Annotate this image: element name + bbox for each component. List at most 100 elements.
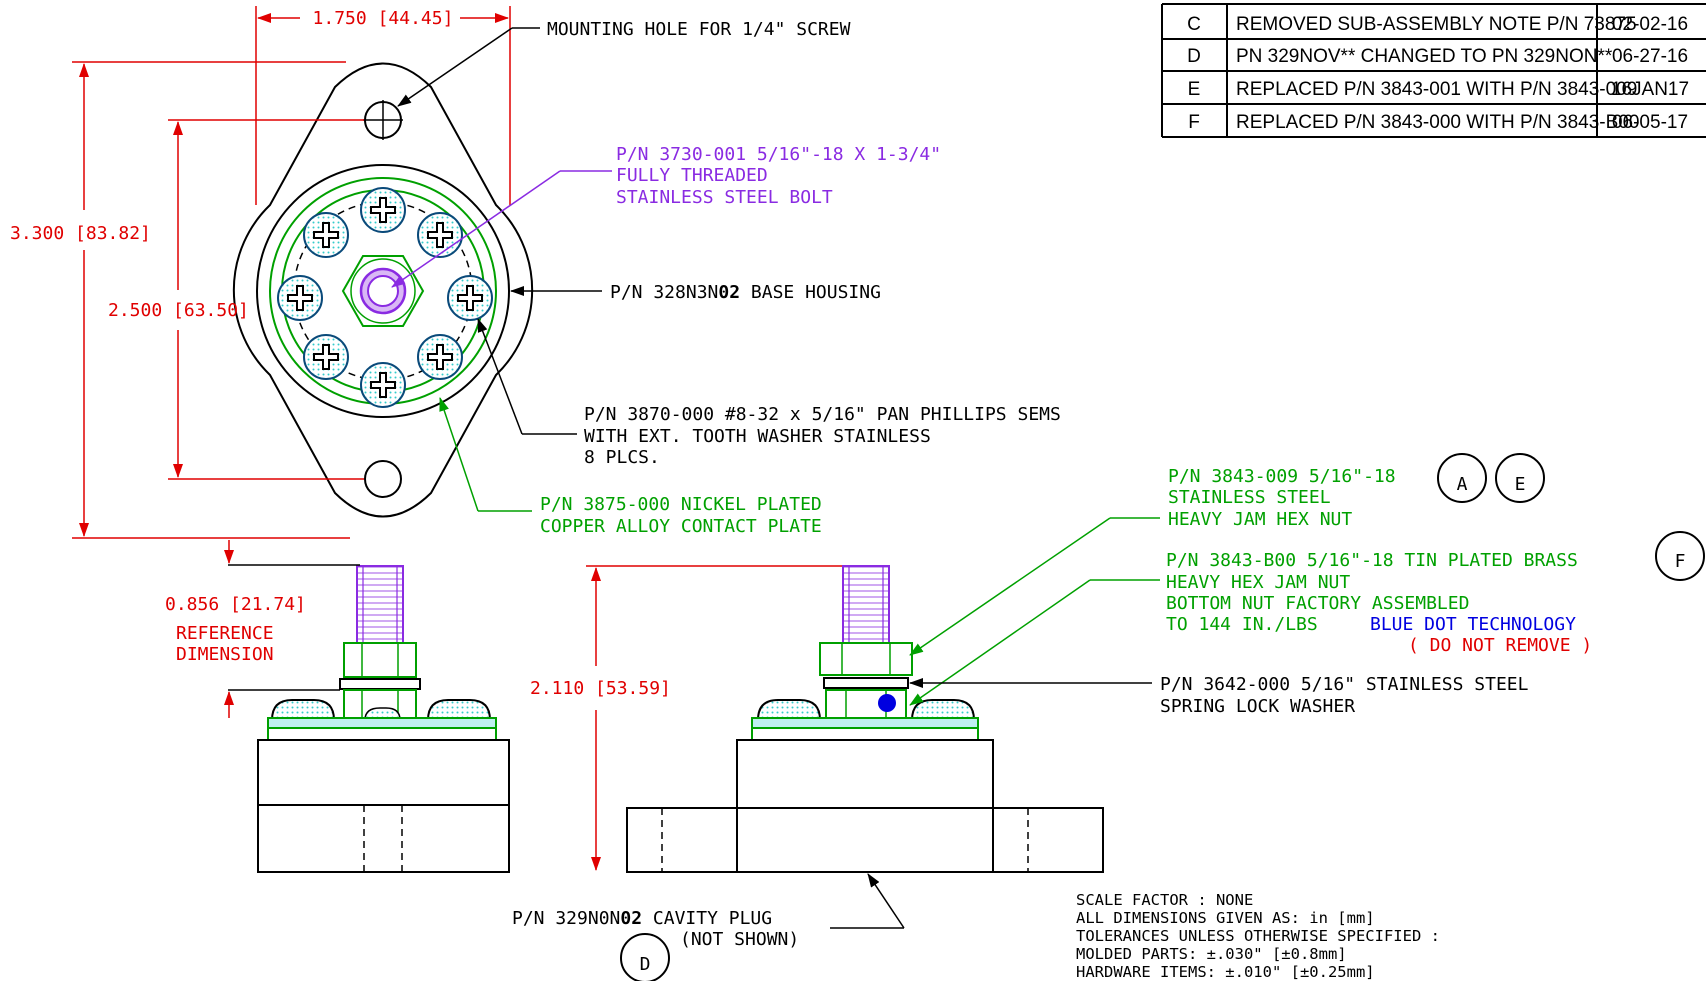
callout-text: COPPER ALLOY CONTACT PLATE [540, 516, 822, 537]
callout-text: STAINLESS STEEL BOLT [616, 187, 833, 208]
phillips-screw-icon [360, 187, 406, 233]
housing-circle [256, 164, 510, 418]
blue-dot-icon [878, 694, 896, 712]
revision-date: 06-05-17 [1612, 112, 1688, 133]
phillips-screw-icon [303, 334, 349, 380]
callout-text: STAINLESS STEEL [1168, 487, 1331, 508]
revision-f-icon [1655, 531, 1705, 581]
side-view-left [257, 565, 510, 873]
dimension-reference: 0.856 [21.74] REFERENCE DIMENSION [165, 540, 360, 718]
callout-bolt: P/N 3730-001 5/16"-18 X 1-3/4" FULLY THR… [391, 144, 941, 288]
dimension-note: DIMENSION [176, 644, 274, 665]
revision-marker: E [1515, 474, 1526, 495]
callout-jam-nut: P/N 3843-009 5/16"-18 STAINLESS STEEL HE… [909, 453, 1545, 656]
note-line: SCALE FACTOR : NONE [1076, 891, 1253, 909]
revision-row: E REPLACED P/N 3843-001 WITH P/N 3843-00… [1188, 79, 1689, 100]
revision-letter: E [1188, 79, 1201, 100]
phillips-screw-icon [447, 275, 493, 321]
revision-description: REPLACED P/N 3843-000 WITH P/N 3843-B00 [1236, 112, 1639, 133]
revision-d-icon [620, 933, 670, 981]
jam-nut-top [819, 642, 913, 676]
callout-mounting-hole: MOUNTING HOLE FOR 1/4" SCREW [397, 19, 851, 107]
mounting-hole-bottom [364, 460, 402, 498]
callout-text: HEAVY JAM HEX NUT [1168, 509, 1352, 530]
callout-lock-washer: P/N 3642-000 5/16" STAINLESS STEEL SPRIN… [909, 674, 1529, 717]
callout-text: P/N 3730-001 5/16"-18 X 1-3/4" [616, 144, 941, 165]
callout-text: WITH EXT. TOOTH WASHER STAINLESS [584, 426, 931, 447]
jam-nut-top [343, 642, 417, 678]
callout-brass-nut: P/N 3843-B00 5/16"-18 TIN PLATED BRASS H… [909, 531, 1705, 706]
revision-date: 02-02-16 [1612, 14, 1688, 35]
note-line: HARDWARE ITEMS: ±.010" [±0.25mm] [1076, 963, 1375, 981]
dimension-label: 1.750 [44.45] [313, 8, 454, 29]
callout-text: P/N 328N3N02 BASE HOUSING [610, 282, 881, 303]
phillips-screw-icon [303, 212, 349, 258]
callout-text: TO 144 IN./LBS [1166, 614, 1318, 635]
callout-text: HEAVY HEX JAM NUT [1166, 572, 1350, 593]
revision-date: 06-27-16 [1612, 46, 1688, 67]
note-line: TOLERANCES UNLESS OTHERWISE SPECIFIED : [1076, 927, 1440, 945]
revision-row: D PN 329NOV** CHANGED TO PN 329NON** 06-… [1187, 46, 1688, 67]
callout-text: MOUNTING HOLE FOR 1/4" SCREW [547, 19, 851, 40]
callout-cavity-plug: P/N 329N0N02 CAVITY PLUG (NOT SHOWN) D [512, 873, 905, 981]
callout-text: SPRING LOCK WASHER [1160, 696, 1355, 717]
warning-label: ( DO NOT REMOVE ) [1408, 635, 1592, 656]
housing-side [736, 739, 994, 809]
revision-marker: F [1675, 551, 1686, 572]
revision-a-icon [1437, 453, 1487, 503]
dimension-label: 2.110 [53.59] [530, 678, 671, 699]
callout-text: P/N 3843-B00 5/16"-18 TIN PLATED BRASS [1166, 550, 1578, 571]
revision-description: REPLACED P/N 3843-001 WITH P/N 3843-009 [1236, 79, 1637, 100]
side-view-right [626, 565, 1104, 873]
revision-letter: C [1187, 14, 1201, 35]
mounting-hole-top [363, 100, 403, 140]
revision-row: C REMOVED SUB-ASSEMBLY NOTE P/N 73875 02… [1187, 14, 1688, 35]
callout-text: P/N 3870-000 #8-32 x 5/16" PAN PHILLIPS … [584, 404, 1061, 425]
callout-text: P/N 329N0N02 CAVITY PLUG [512, 908, 772, 929]
revision-table: C REMOVED SUB-ASSEMBLY NOTE P/N 73875 02… [1161, 3, 1706, 138]
base-housing-outline [232, 62, 534, 518]
callout-text: P/N 3843-009 5/16"-18 [1168, 466, 1396, 487]
callout-contact-plate: P/N 3875-000 NICKEL PLATED COPPER ALLOY … [439, 397, 822, 537]
dimension-overall-height: 3.300 [83.82] [10, 61, 350, 539]
general-notes: SCALE FACTOR : NONE ALL DIMENSIONS GIVEN… [1076, 891, 1440, 981]
note-line: MOLDED PARTS: ±.030" [±0.8mm] [1076, 945, 1347, 963]
revision-marker: D [640, 954, 651, 975]
phillips-screw-icon [417, 334, 463, 380]
callout-text: FULLY THREADED [616, 165, 768, 186]
contact-plate-side [751, 717, 979, 729]
revision-e-icon [1495, 453, 1545, 503]
bolt-shank [842, 565, 890, 645]
lock-washer [823, 677, 909, 689]
callout-base-housing: P/N 328N3N02 BASE HOUSING [510, 282, 881, 303]
phillips-screw-icon [360, 362, 406, 408]
top-view [232, 62, 534, 518]
dimension-label: 2.500 [63.50] [108, 300, 249, 321]
dimension-side-height: 2.110 [53.59] [530, 565, 842, 871]
revision-marker: A [1457, 474, 1468, 495]
dimension-note: REFERENCE [176, 623, 274, 644]
phillips-screw-icon [417, 212, 463, 258]
bolt-shank [356, 565, 404, 650]
lock-washer [339, 678, 421, 690]
note-line: ALL DIMENSIONS GIVEN AS: in [mm] [1076, 909, 1375, 927]
housing-base [626, 807, 1104, 873]
callout-text: 8 PLCS. [584, 447, 660, 468]
revision-letter: F [1188, 112, 1200, 133]
callout-text: P/N 3642-000 5/16" STAINLESS STEEL [1160, 674, 1529, 695]
callout-text: BOTTOM NUT FACTORY ASSEMBLED [1166, 593, 1469, 614]
callout-text: (NOT SHOWN) [680, 929, 799, 950]
phillips-screw-icon [277, 275, 323, 321]
dimension-label: 3.300 [83.82] [10, 223, 151, 244]
dimension-width: 1.750 [44.45] [255, 6, 511, 205]
revision-letter: D [1187, 46, 1201, 67]
dimension-hole-spacing: 2.500 [63.50] [108, 119, 364, 480]
blue-dot-label: BLUE DOT TECHNOLOGY [1370, 614, 1576, 635]
callout-sems-screw: P/N 3870-000 #8-32 x 5/16" PAN PHILLIPS … [477, 318, 1061, 468]
revision-description: REMOVED SUB-ASSEMBLY NOTE P/N 73875 [1236, 14, 1637, 35]
callout-text: P/N 3875-000 NICKEL PLATED [540, 494, 822, 515]
revision-description: PN 329NOV** CHANGED TO PN 329NON** [1236, 46, 1613, 67]
revision-row: F REPLACED P/N 3843-000 WITH P/N 3843-B0… [1188, 112, 1688, 133]
contact-plate-side [267, 717, 497, 729]
